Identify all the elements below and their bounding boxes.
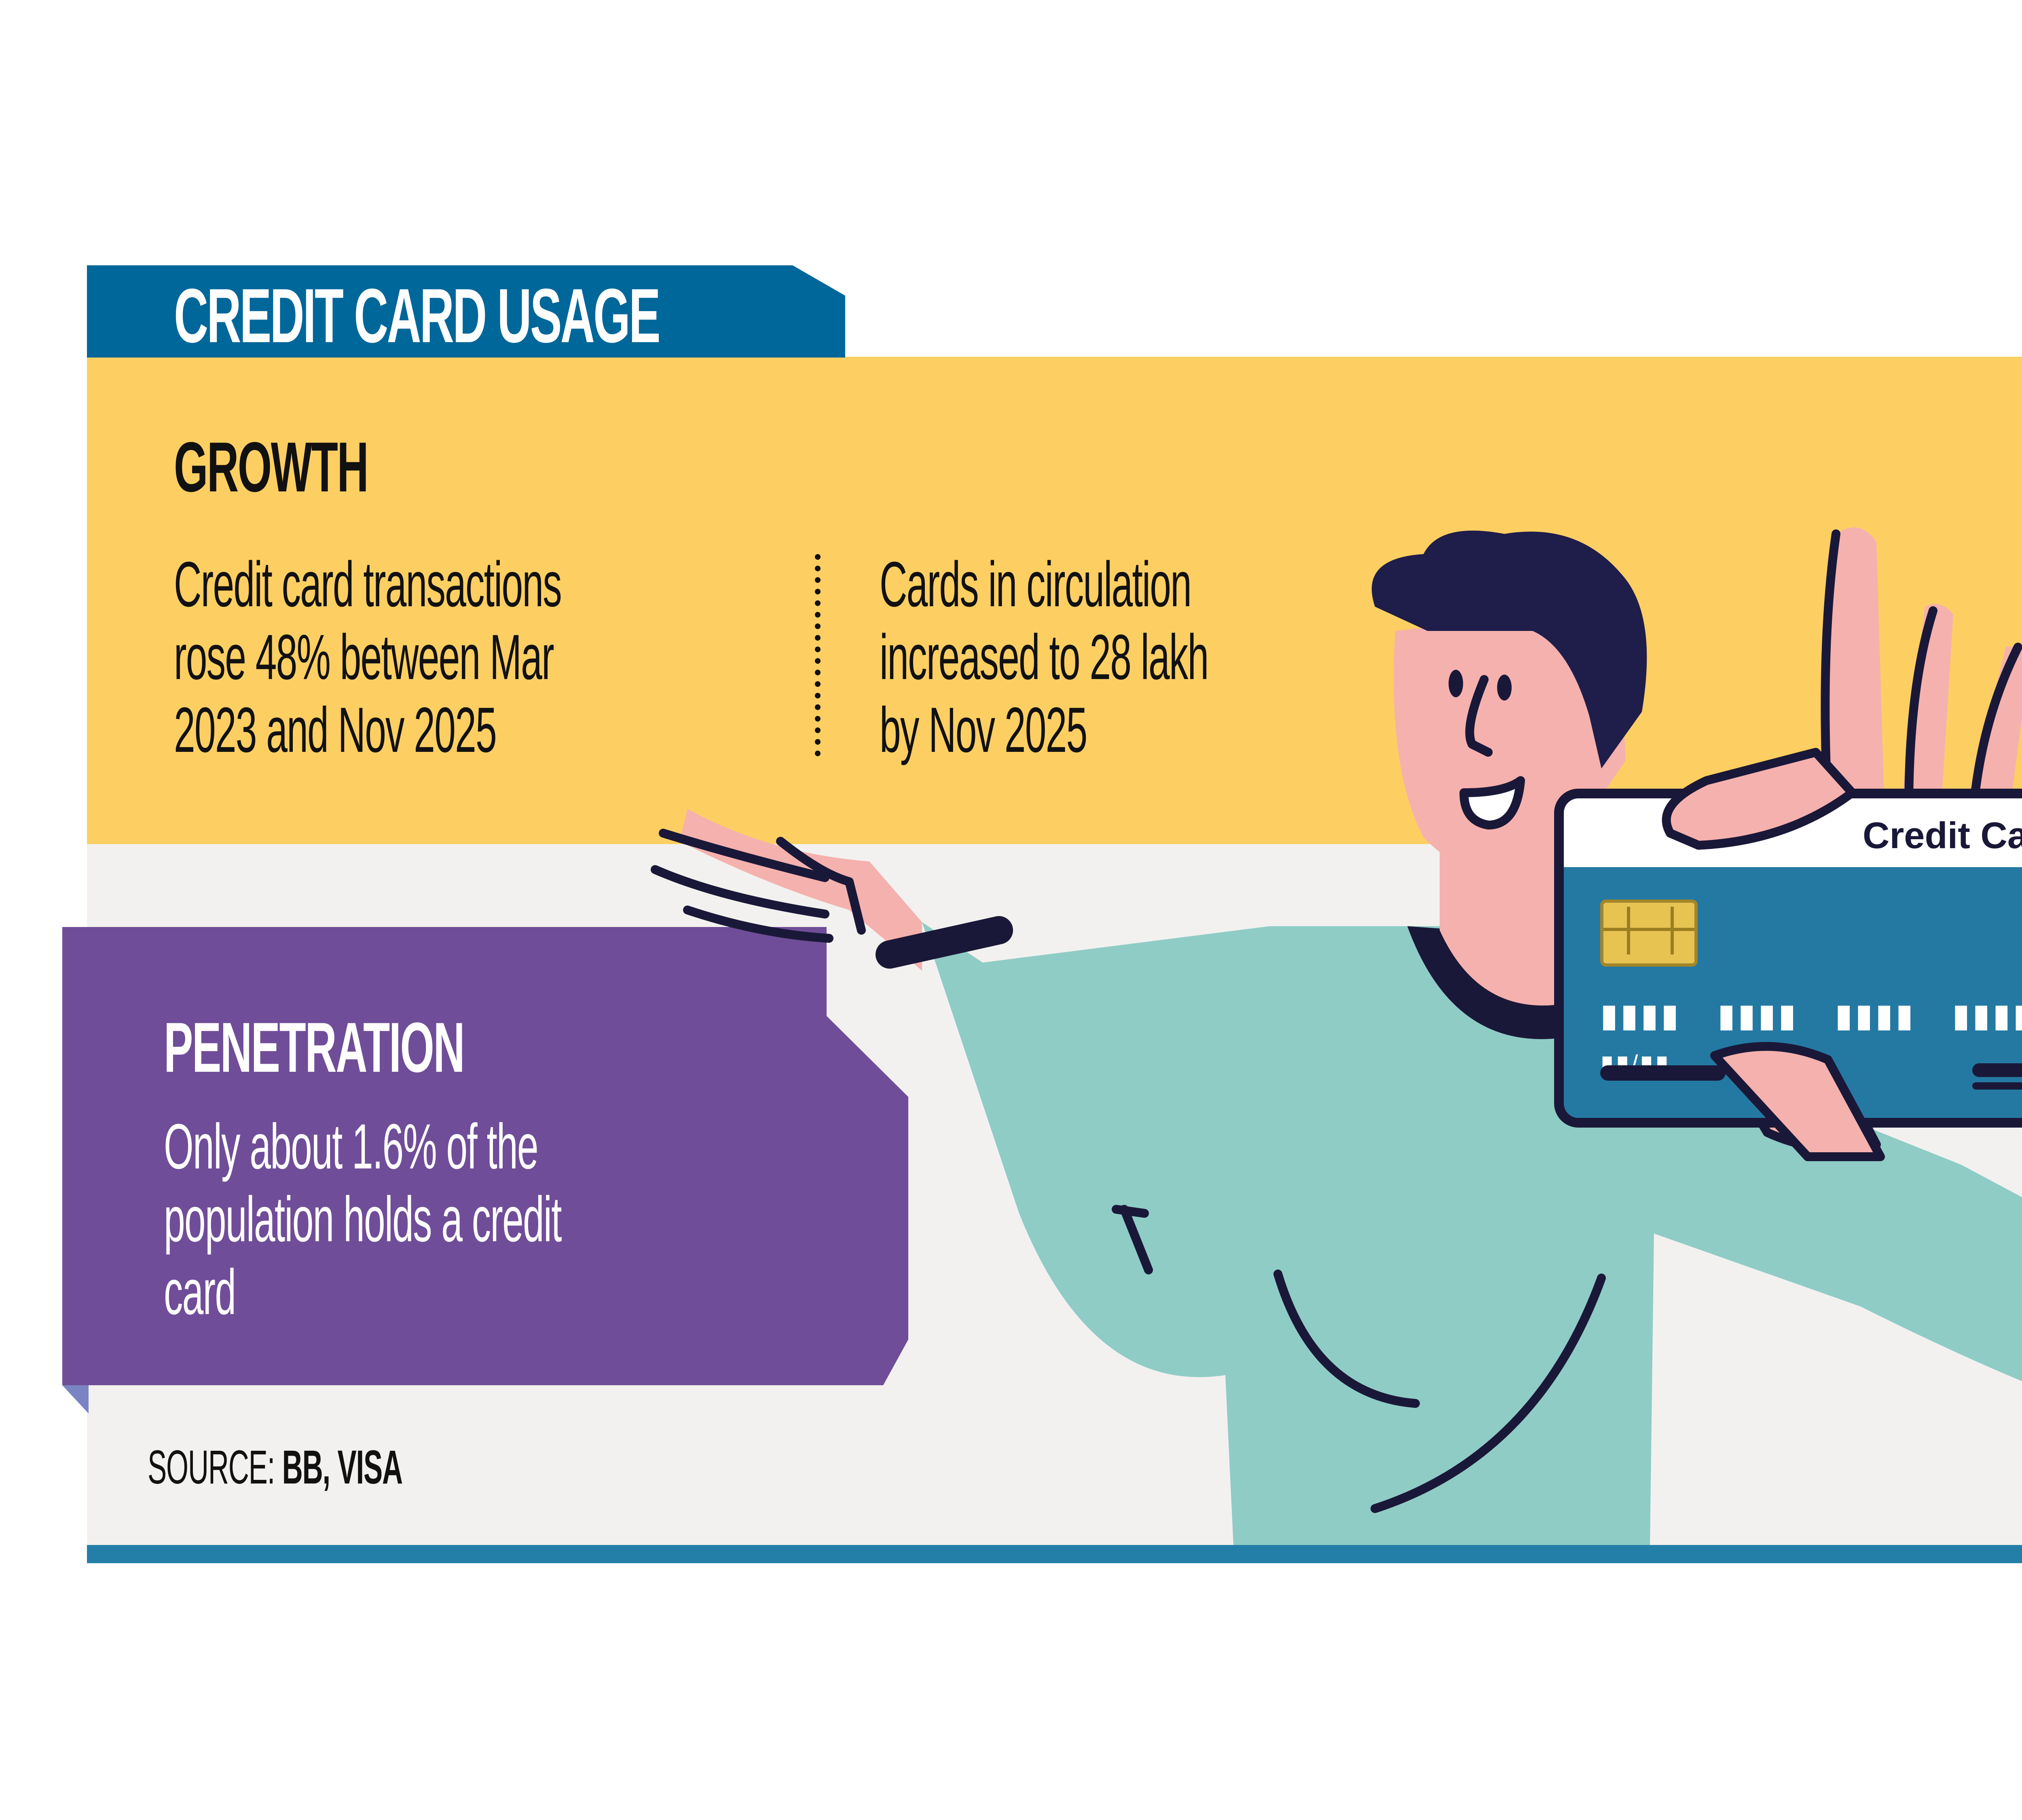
growth-item-2-line: by Nov 2025 bbox=[880, 694, 1087, 766]
card-label: Credit Card bbox=[1863, 815, 2022, 856]
growth-item-1: Credit card transactions rose 48% betwee… bbox=[174, 548, 562, 766]
title-banner bbox=[87, 265, 845, 358]
growth-item-2-line: Cards in circulation bbox=[880, 549, 1192, 620]
penetration-line: Only about 1.6% of the bbox=[164, 1111, 539, 1182]
growth-item-2-line: increased to 28 lakh bbox=[880, 622, 1209, 693]
penetration-text: Only about 1.6% of the population holds … bbox=[164, 1110, 562, 1329]
growth-divider bbox=[815, 554, 821, 756]
card-signature-bar bbox=[1600, 1065, 1726, 1081]
bottom-bar bbox=[87, 1545, 2022, 1563]
card-number-group: ▮▮▮▮ bbox=[1952, 997, 2022, 1033]
source-label: SOURCE: bbox=[148, 1441, 275, 1494]
penetration-line: card bbox=[164, 1257, 236, 1328]
card-number-group: ▮▮▮▮ bbox=[1717, 997, 1799, 1033]
card-number: ▮▮▮▮ ▮▮▮▮ ▮▮▮▮ ▮▮▮▮ bbox=[1600, 997, 2022, 1034]
card-number-group: ▮▮▮▮ bbox=[1600, 997, 1681, 1033]
card-number-group: ▮▮▮▮ bbox=[1835, 997, 1916, 1033]
page-title: CREDIT CARD USAGE bbox=[174, 273, 661, 359]
growth-item-1-line: Credit card transactions bbox=[174, 549, 562, 620]
chip-icon bbox=[1600, 899, 1698, 967]
yellow-band bbox=[87, 357, 2022, 844]
source-value: BB, VISA bbox=[282, 1441, 403, 1494]
growth-heading: GROWTH bbox=[174, 428, 369, 507]
growth-item-1-line: 2023 and Nov 2025 bbox=[174, 694, 497, 766]
source-note: SOURCE: BB, VISA bbox=[148, 1440, 403, 1495]
penetration-heading: PENETRATION bbox=[164, 1008, 465, 1087]
card-bar-1 bbox=[1972, 1063, 2022, 1077]
card-bar-2 bbox=[1972, 1082, 2022, 1090]
growth-item-2: Cards in circulation increased to 28 lak… bbox=[880, 548, 1209, 766]
penetration-line: population holds a credit bbox=[164, 1184, 562, 1255]
growth-item-1-line: rose 48% between Mar bbox=[174, 622, 554, 693]
penetration-box bbox=[62, 927, 908, 1385]
